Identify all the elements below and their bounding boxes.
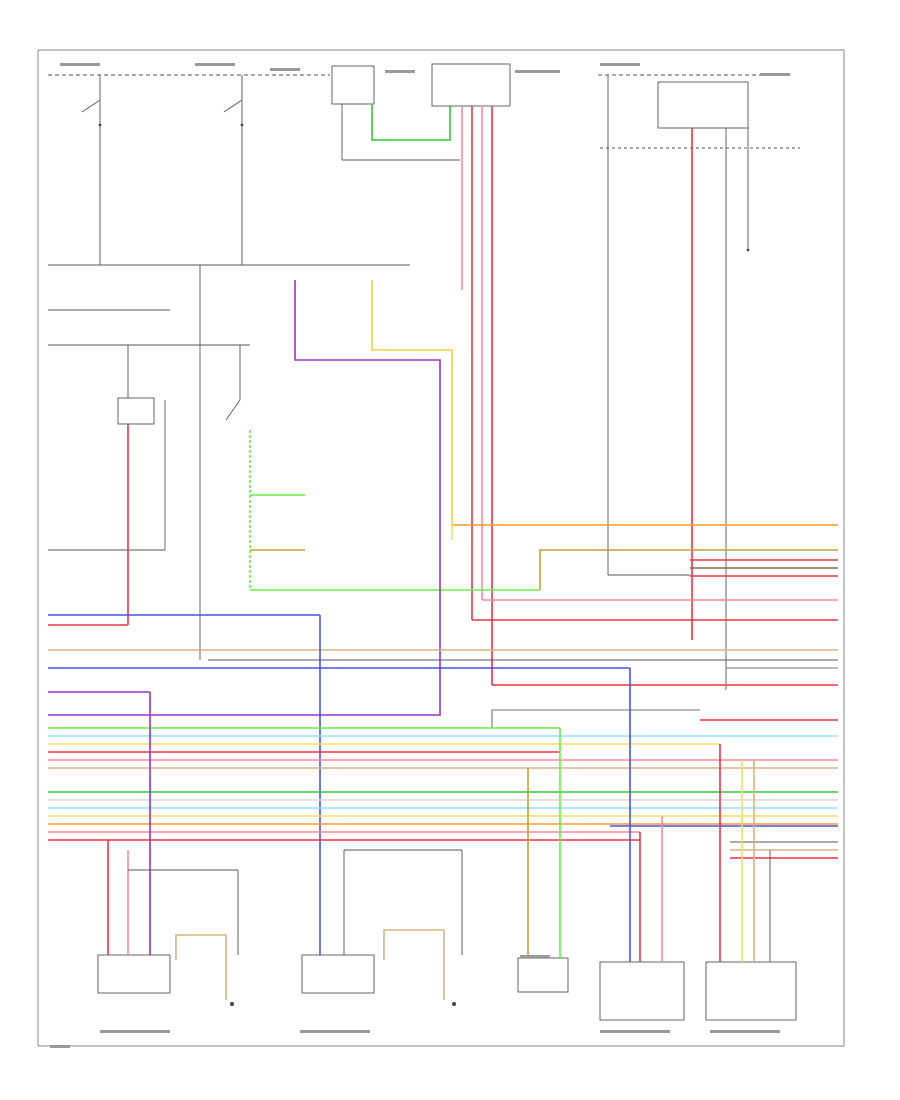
park-neutral-switch [225, 345, 540, 591]
knock-sensor-1 [175, 934, 234, 1006]
fuel-pump-relay [331, 65, 460, 161]
label-blocks [50, 63, 790, 1048]
knock-sensor-2 [383, 929, 456, 1006]
crank-position-sensor-1 [97, 692, 239, 994]
crank-position-sensor-2 [301, 849, 463, 994]
accelerator-pedal-sensor [705, 744, 797, 1021]
instrument-cluster [431, 63, 511, 685]
main-relay [598, 74, 800, 690]
engine-coolant-temp-sensor [517, 728, 569, 993]
diagram-frame [37, 49, 845, 1047]
left-fuse-relay-box [48, 74, 330, 265]
throttle-position-sensor [599, 668, 685, 1021]
ignition-switch [48, 345, 155, 626]
